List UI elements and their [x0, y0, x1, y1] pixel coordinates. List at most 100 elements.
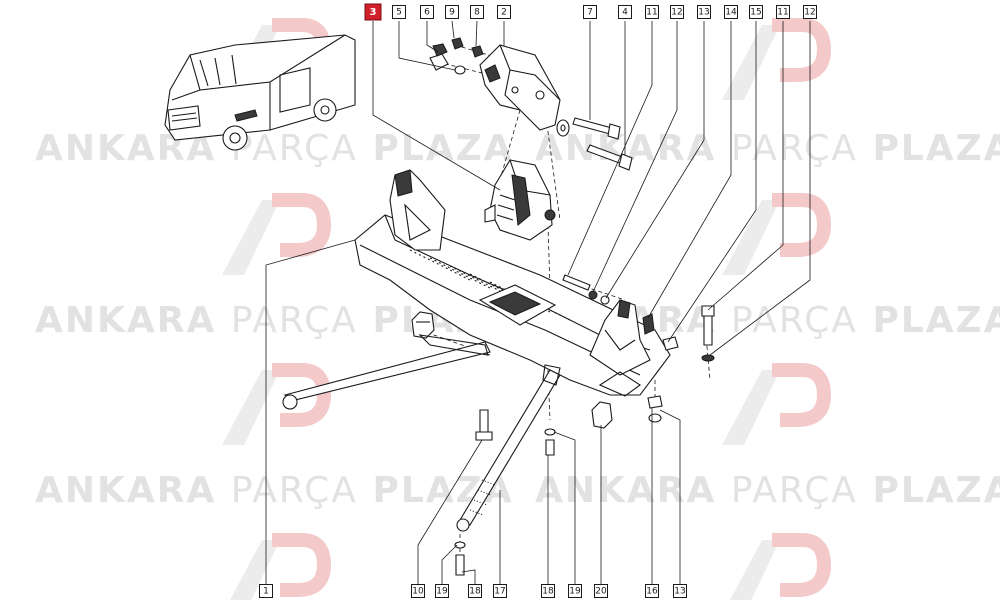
- svg-text:ANKARA PARÇA PLAZA: ANKARA PARÇA PLAZA: [535, 470, 1000, 511]
- callout-label: 11: [645, 5, 659, 19]
- callout-number: 7: [587, 8, 593, 18]
- callout-label: 17: [493, 584, 507, 598]
- callout-box: [468, 584, 482, 598]
- callout-number: 12: [804, 8, 815, 18]
- nut-icon: [642, 313, 655, 335]
- callout-box: [541, 584, 555, 598]
- watermark-text-row: ANKARA PARÇA PLAZA ANKARA PARÇA PLAZA: [35, 470, 1000, 511]
- callout-box: [364, 3, 382, 21]
- callout-box: [583, 5, 597, 19]
- callout-box: [420, 5, 434, 19]
- bolt-icon: [475, 409, 493, 441]
- bolt-icon: [701, 305, 715, 346]
- callout-box: [594, 584, 608, 598]
- bolt-icon: [455, 554, 465, 576]
- washer-icon: [544, 428, 556, 436]
- callout-label: 9: [445, 5, 459, 19]
- nut-icon: [451, 37, 464, 50]
- callout-label: 13: [673, 584, 687, 598]
- callout-box: [568, 584, 582, 598]
- callout-label: 14: [724, 5, 738, 19]
- callout-label: 12: [670, 5, 684, 19]
- nut-icon: [471, 45, 484, 58]
- washer-icon: [454, 65, 466, 75]
- callout-label: 2: [497, 5, 511, 19]
- watermark-word: PLAZA: [372, 128, 513, 169]
- callout-label: 18: [541, 584, 555, 598]
- callout-number: 11: [777, 8, 788, 18]
- callout-number: 2: [501, 8, 507, 18]
- callout-label: 19: [568, 584, 582, 598]
- callout-number: 4: [622, 8, 628, 18]
- callout-label: 18: [468, 584, 482, 598]
- callout-number: 12: [671, 8, 682, 18]
- svg-text:ANKARA PARÇA PLAZA: ANKARA PARÇA PLAZA: [35, 128, 514, 169]
- callout-number: 19: [569, 587, 581, 597]
- watermark-word: PARÇA: [731, 470, 858, 511]
- callout-number: 3: [370, 7, 377, 18]
- callout-number: 18: [469, 587, 481, 597]
- callout-label: 7: [583, 5, 597, 19]
- callout-label: 5: [392, 5, 406, 19]
- callout-number: 10: [412, 587, 424, 597]
- callout-number: 13: [698, 8, 709, 18]
- callout-number: 6: [424, 8, 430, 18]
- callout-number: 17: [494, 587, 505, 597]
- callout-box: [618, 5, 632, 19]
- washer-icon: [454, 541, 466, 549]
- callout-number: 14: [725, 8, 737, 18]
- nut-icon: [432, 43, 448, 57]
- washer-icon: [701, 354, 715, 362]
- callout-box: [411, 584, 425, 598]
- watermark-word: PLAZA: [872, 128, 1000, 169]
- callout-label: 1: [259, 584, 273, 598]
- callout-box: [445, 5, 459, 19]
- callout-label: 6: [420, 5, 434, 19]
- callout-label: 11: [776, 5, 790, 19]
- callout-box: [392, 5, 406, 19]
- watermark-logo-icon: [222, 18, 832, 600]
- nut-icon: [411, 311, 435, 339]
- watermark-word: PARÇA: [231, 128, 358, 169]
- callout-label: 13: [697, 5, 711, 19]
- tie-rod-icon: [282, 334, 491, 410]
- callout-number: 11: [646, 8, 657, 18]
- nut-icon: [647, 395, 663, 409]
- callout-box: [724, 5, 738, 19]
- watermark-word: PARÇA: [231, 300, 358, 341]
- engine-mount-icon: [484, 159, 556, 241]
- callout-label: 8: [470, 5, 484, 19]
- watermark-word: ANKARA: [35, 300, 216, 341]
- callout-number: 15: [750, 8, 761, 18]
- callout-number: 19: [436, 587, 448, 597]
- nut-icon: [588, 290, 598, 300]
- callout-box: [259, 584, 273, 598]
- callout-label: 3: [364, 3, 382, 21]
- callout-box: [645, 584, 659, 598]
- callout-label: 20: [594, 584, 608, 598]
- callout-number: 9: [449, 8, 455, 18]
- callout-box: [493, 584, 507, 598]
- callout-label: 12: [803, 5, 817, 19]
- callout-box: [470, 5, 484, 19]
- callout-number: 16: [646, 587, 658, 597]
- callout-label: 19: [435, 584, 449, 598]
- van-icon: [164, 34, 356, 151]
- watermark-word: PARÇA: [731, 128, 858, 169]
- watermark-word: PARÇA: [731, 300, 858, 341]
- washer-icon: [648, 413, 662, 423]
- crossmember-icon: [354, 169, 671, 397]
- bolt-icon: [545, 439, 555, 456]
- callout-box: [670, 5, 684, 19]
- callout-box: [673, 584, 687, 598]
- callout-box: [749, 5, 763, 19]
- watermark-word: PLAZA: [872, 300, 1000, 341]
- watermark-word: ANKARA: [35, 470, 216, 511]
- watermark-word: ANKARA: [535, 470, 716, 511]
- callout-box: [697, 5, 711, 19]
- callout-label: 4: [618, 5, 632, 19]
- callout-label: 15: [749, 5, 763, 19]
- callout-label: 10: [411, 584, 425, 598]
